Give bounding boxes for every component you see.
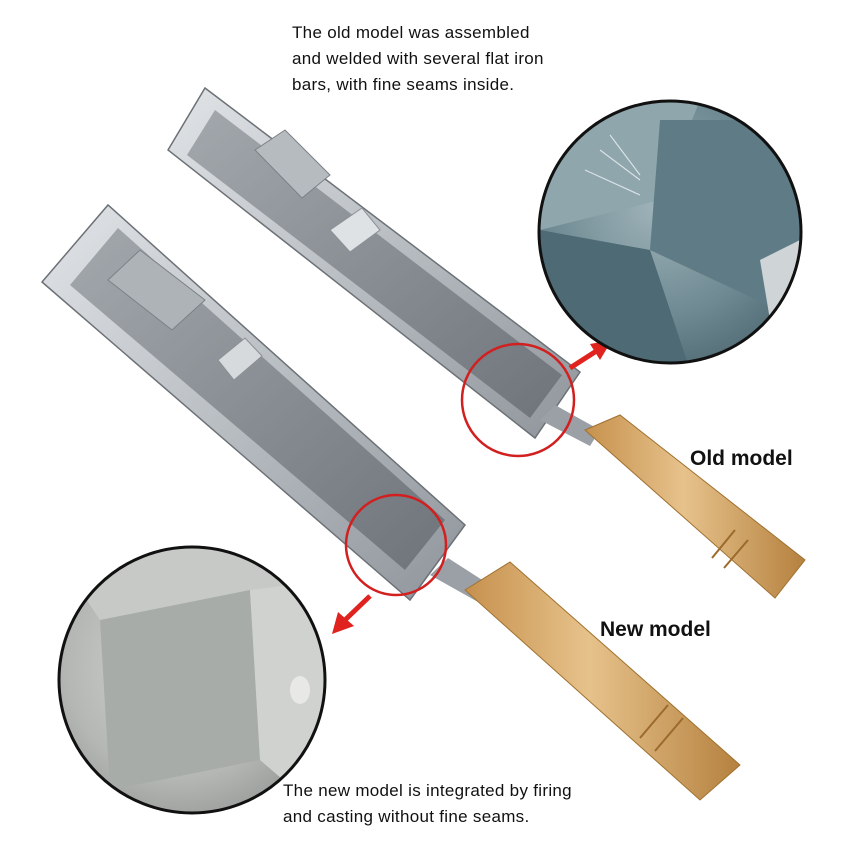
new-model-description: The new model is integrated by firing an… [283,778,663,830]
new-model-handle-groove [639,704,669,739]
old-model-shank [540,405,600,446]
old-model-tray-cavity [187,110,562,418]
old-model-description-line: The old model was assembled [292,23,530,42]
new-model-tool [40,203,741,801]
old-model-inner-block [329,207,381,253]
new-model-handle-groove [654,717,684,752]
old-model-description: The old model was assembled and welded w… [292,20,612,98]
new-model-inner-bar [107,249,206,331]
new-model-label: New model [600,618,711,641]
old-model-tool [167,86,806,599]
new-model-wood-handle [464,561,741,801]
old-model-seam-highlight-ring [460,342,576,458]
old-model-description-line: and welded with several flat iron [292,49,544,68]
new-model-description-line: The new model is integrated by firing [283,781,572,800]
old-model-closeup-inset [537,99,803,365]
old-model-description-line: bars, with fine seams inside. [292,75,515,94]
old-model-inner-bar [254,129,331,199]
old-model-label: Old model [690,447,793,470]
old-model-handle-groove [711,529,736,559]
new-model-zoom-arrow [332,594,372,634]
new-model-inner-block [217,337,263,381]
new-model-description-line: and casting without fine seams. [283,807,530,826]
old-model-handle-groove [723,539,749,569]
new-model-seam-highlight-ring [344,493,448,597]
old-model-wood-handle [584,414,806,599]
